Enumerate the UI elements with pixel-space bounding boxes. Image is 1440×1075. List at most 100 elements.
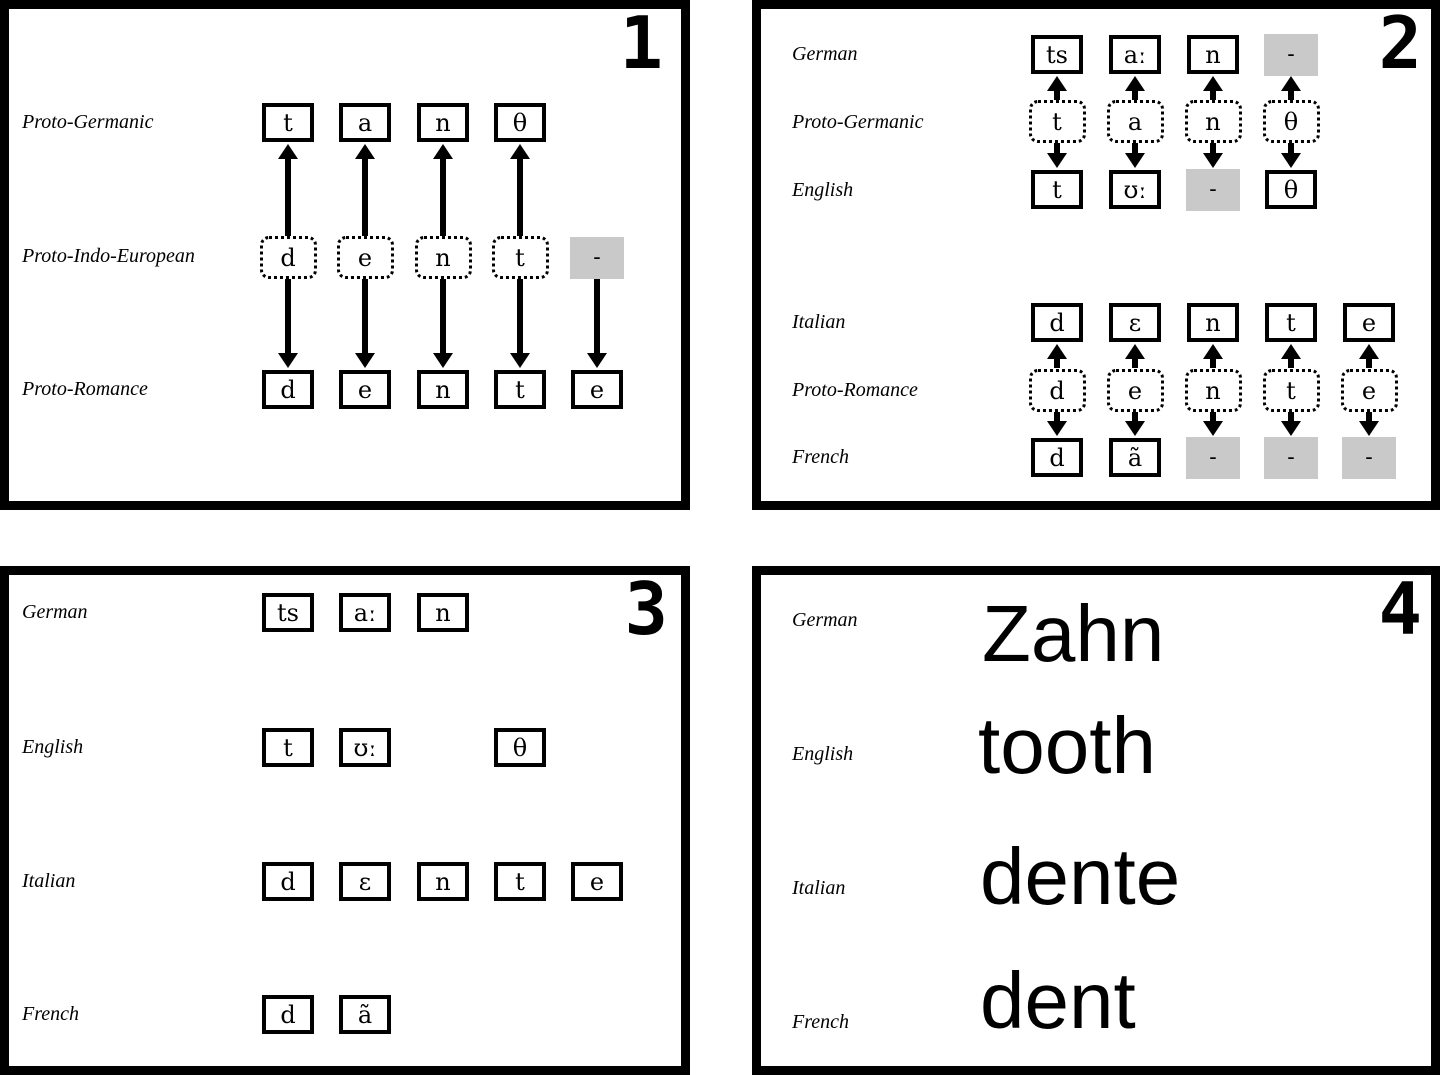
- panel-2-proto-romance-cell-2: n: [1184, 369, 1242, 412]
- arrow-up-icon: [1125, 76, 1145, 100]
- panel-1-proto-romance-cell-4: e: [571, 370, 623, 409]
- panel-3-italian-cell-2: n: [417, 862, 469, 901]
- arrow-head: [1203, 76, 1223, 91]
- panel-2-english-cell-0: t: [1031, 170, 1083, 209]
- panel-1-label-proto-indo-european: Proto-Indo-European: [22, 245, 195, 267]
- arrow-stem: [1132, 88, 1138, 100]
- panel-4-label-french: French: [792, 1011, 850, 1033]
- panel-2-italian-cell-0: d: [1031, 303, 1083, 342]
- panel-2-english-cell-1: ʊː: [1109, 170, 1161, 209]
- panel-3-german-cell-2: n: [417, 593, 469, 632]
- panel-2-german-cell-3: -: [1264, 34, 1318, 76]
- panel-3-number: 3: [624, 567, 668, 651]
- panel-1-proto-indo-european-cell-4: -: [570, 237, 624, 279]
- panel-1-proto-germanic-cell-2: n: [417, 103, 469, 142]
- arrow-stem: [517, 279, 523, 356]
- arrow-up-icon: [433, 144, 453, 236]
- panel-3-english-cell-0: t: [262, 728, 314, 767]
- arrow-stem: [362, 156, 368, 236]
- arrow-up-icon: [1125, 344, 1145, 368]
- arrow-head: [1125, 344, 1145, 359]
- panel-2-proto-germanic-cell-1: a: [1106, 100, 1164, 143]
- arrow-stem: [1366, 412, 1372, 424]
- word-tooth: tooth: [978, 701, 1156, 790]
- arrow-down-icon: [1047, 143, 1067, 168]
- arrow-down-icon: [510, 279, 530, 368]
- panel-2-proto-germanic-cell-2: n: [1184, 100, 1242, 143]
- panel-2-italian-cell-2: n: [1187, 303, 1239, 342]
- panel-3-label-french: French: [22, 1003, 80, 1025]
- panel-2-proto-romance-cell-0: d: [1028, 369, 1086, 412]
- panel-2-english-cell-2: -: [1186, 169, 1240, 211]
- arrow-head: [1047, 153, 1067, 168]
- arrow-stem: [1288, 356, 1294, 368]
- panel-4-label-german: German: [792, 609, 858, 631]
- panel-2-german-cell-1: aː: [1109, 35, 1161, 74]
- panel-2-label-german: German: [792, 43, 858, 65]
- arrow-head: [1047, 76, 1067, 91]
- arrow-stem: [1054, 356, 1060, 368]
- panel-2-french-cell-1: ã: [1109, 438, 1161, 477]
- panel-3-italian-cell-4: e: [571, 862, 623, 901]
- arrow-head: [355, 353, 375, 368]
- arrow-down-icon: [1203, 412, 1223, 436]
- arrow-down-icon: [355, 279, 375, 368]
- panel-1-proto-germanic-cell-3: θ: [494, 103, 546, 142]
- arrow-stem: [1054, 412, 1060, 424]
- panel-2-frame: [752, 0, 1440, 510]
- arrow-head: [1125, 153, 1145, 168]
- arrow-up-icon: [1203, 344, 1223, 368]
- arrow-stem: [1210, 412, 1216, 424]
- arrow-head: [1125, 76, 1145, 91]
- arrow-up-icon: [1047, 76, 1067, 100]
- panel-1-proto-indo-european-cell-0: d: [259, 236, 317, 279]
- arrow-head: [278, 353, 298, 368]
- panel-2-proto-romance-cell-3: t: [1262, 369, 1320, 412]
- panel-3-italian-cell-0: d: [262, 862, 314, 901]
- panel-4-label-english: English: [792, 743, 854, 765]
- panel-2-label-french: French: [792, 446, 850, 468]
- panel-3-label-italian: Italian: [22, 870, 76, 892]
- arrow-stem: [1288, 88, 1294, 100]
- panel-2-proto-romance-cell-4: e: [1340, 369, 1398, 412]
- arrow-stem: [1132, 356, 1138, 368]
- panel-3-label-english: English: [22, 736, 84, 758]
- panel-2-proto-germanic-cell-0: t: [1028, 100, 1086, 143]
- word-zahn: Zahn: [982, 589, 1165, 678]
- panel-1-proto-indo-european-cell-2: n: [414, 236, 472, 279]
- panel-1-proto-romance-cell-3: t: [494, 370, 546, 409]
- panel-4-frame: [752, 566, 1440, 1075]
- arrow-head: [510, 144, 530, 159]
- word-dent: dent: [980, 956, 1136, 1045]
- panel-1-proto-romance-cell-1: e: [339, 370, 391, 409]
- arrow-up-icon: [1281, 344, 1301, 368]
- arrow-head: [355, 144, 375, 159]
- panel-2-number: 2: [1378, 1, 1422, 85]
- arrow-stem: [440, 156, 446, 236]
- arrow-stem: [1288, 412, 1294, 424]
- panel-3-italian-cell-1: ɛ: [339, 862, 391, 901]
- panel-1-label-proto-romance: Proto-Romance: [22, 378, 148, 400]
- arrow-up-icon: [1047, 344, 1067, 368]
- arrow-head: [433, 353, 453, 368]
- arrow-head: [1203, 421, 1223, 436]
- arrow-head: [1047, 344, 1067, 359]
- panel-1-proto-indo-european-cell-1: e: [336, 236, 394, 279]
- panel-2-label-italian: Italian: [792, 311, 846, 333]
- arrow-down-icon: [1281, 143, 1301, 168]
- arrow-stem: [1366, 356, 1372, 368]
- arrow-down-icon: [1125, 412, 1145, 436]
- arrow-stem: [1210, 143, 1216, 156]
- panel-4-label-italian: Italian: [792, 877, 846, 899]
- arrow-stem: [440, 279, 446, 356]
- arrow-head: [1047, 421, 1067, 436]
- arrow-head: [1125, 421, 1145, 436]
- panel-2-proto-germanic-cell-3: θ: [1262, 100, 1320, 143]
- panel-2-english-cell-3: θ: [1265, 170, 1317, 209]
- arrow-stem: [1210, 88, 1216, 100]
- panel-3-german-cell-1: aː: [339, 593, 391, 632]
- panel-3-german-cell-0: ts: [262, 593, 314, 632]
- arrow-stem: [517, 156, 523, 236]
- arrow-head: [1359, 421, 1379, 436]
